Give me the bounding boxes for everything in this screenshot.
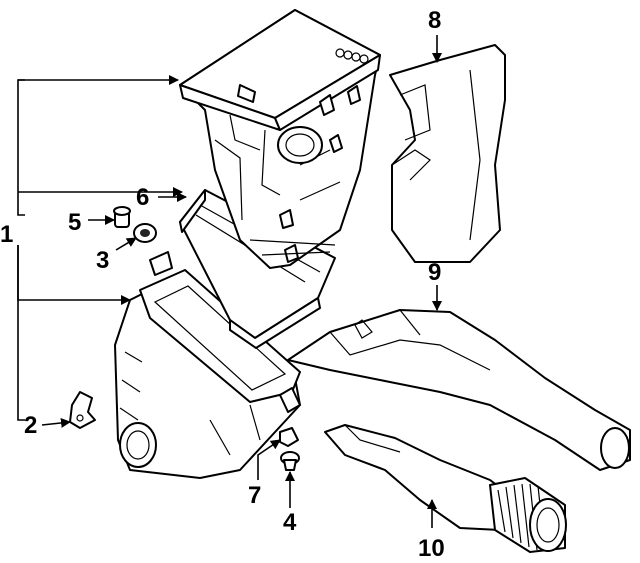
upper-housing xyxy=(179,9,381,269)
clip-7 xyxy=(279,427,299,447)
callout-7: 7 xyxy=(248,482,261,509)
callout-6: 6 xyxy=(136,184,149,211)
lower-housing xyxy=(114,251,301,479)
filter-element xyxy=(179,189,336,349)
callout-2: 2 xyxy=(24,412,37,439)
clip-4 xyxy=(280,451,300,471)
emblem-rings xyxy=(335,48,369,64)
grommet-3 xyxy=(133,223,157,243)
intake-duct-9 xyxy=(287,309,631,471)
bellows xyxy=(489,477,567,553)
air-hose-10 xyxy=(324,424,567,553)
callout-9: 9 xyxy=(428,259,441,286)
intake-duct-8 xyxy=(389,44,506,263)
bracket-2 xyxy=(69,391,96,429)
callout-8: 8 xyxy=(428,7,441,34)
callout-3: 3 xyxy=(96,247,109,274)
callout-1: 1 xyxy=(0,221,13,248)
callout-4: 4 xyxy=(283,509,297,536)
callout-5: 5 xyxy=(68,209,81,236)
callout-10: 10 xyxy=(418,535,445,562)
leader-lines xyxy=(17,35,442,528)
grommet-5 xyxy=(113,206,131,228)
